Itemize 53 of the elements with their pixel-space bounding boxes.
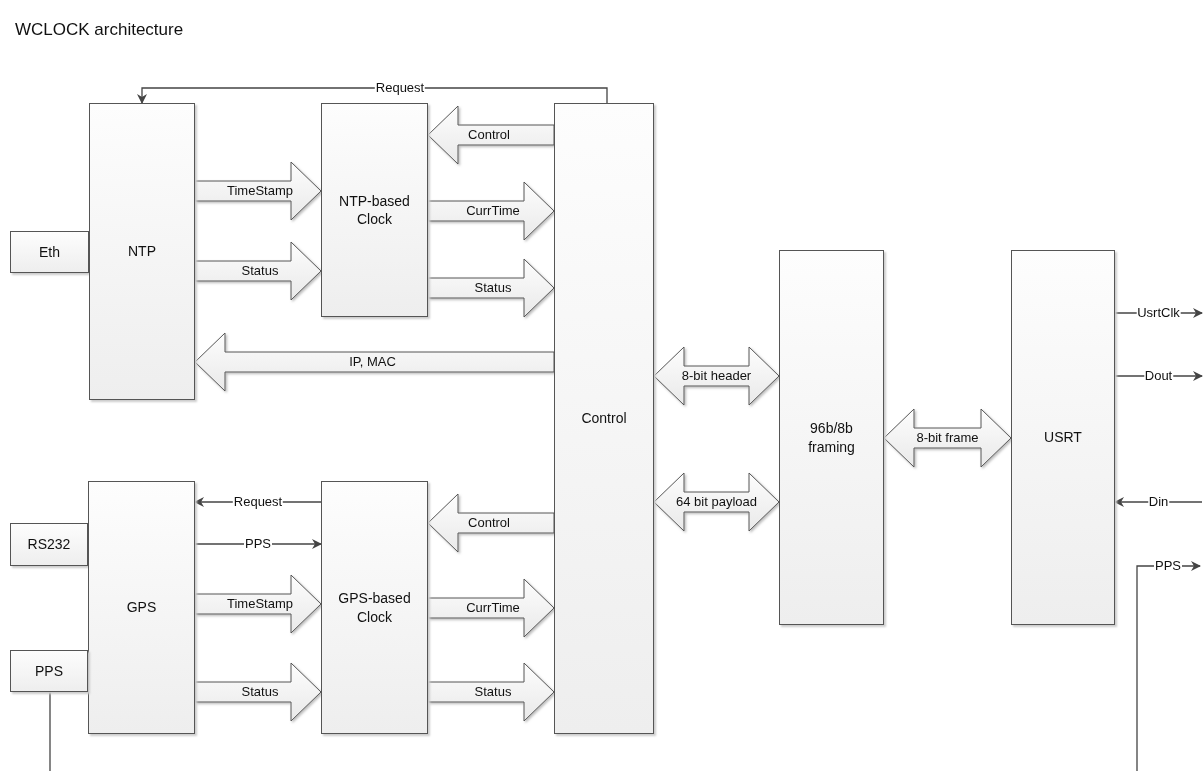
block-label: GPS: [126, 598, 157, 617]
edge-label: 8-bit header: [681, 368, 752, 384]
block-arrow: [427, 258, 555, 318]
block-box: [89, 103, 195, 400]
block-label: USRT: [1044, 428, 1082, 447]
block-label: 96b/8b framing: [807, 419, 856, 456]
block-label: NTP-based Clock: [338, 191, 411, 229]
edge-label: Request: [232, 494, 284, 510]
block-box: [321, 481, 428, 734]
block-label: Control: [581, 409, 627, 428]
connector-line: [49, 691, 51, 771]
edge-label: Control: [468, 127, 510, 143]
block-arrow: [427, 662, 555, 722]
block-arrow: [427, 578, 555, 638]
block-arrow: [194, 161, 322, 221]
arrow: [137, 87, 608, 104]
block-box: [10, 650, 88, 692]
edge-label: IP, MAC: [349, 354, 396, 370]
block-arrow: [427, 181, 555, 241]
block-label: PPS: [35, 661, 63, 681]
double-block-arrow: [653, 346, 780, 406]
double-block-arrow: [653, 472, 780, 532]
block-box: [779, 250, 884, 625]
block-arrow: [194, 574, 322, 634]
block-arrow: [194, 662, 322, 722]
edge-label: Status: [241, 263, 279, 279]
block-box: [554, 103, 654, 734]
block-arrow: [194, 241, 322, 301]
block-box: [321, 103, 428, 317]
block-label: NTP: [128, 242, 156, 261]
edge-label: Status: [474, 280, 512, 296]
edge-label: Status: [241, 684, 279, 700]
edge-label: 8-bit frame: [916, 430, 979, 446]
block-box: [10, 523, 88, 566]
diagram-title: WCLOCK architecture: [15, 20, 184, 40]
block-box: [10, 231, 89, 273]
edge-label: TimeStamp: [227, 596, 293, 612]
edge-label: Control: [468, 515, 510, 531]
block-arrow: [194, 332, 555, 392]
edge-label: CurrTime: [466, 203, 520, 219]
edge-label: CurrTime: [466, 600, 520, 616]
block-label: GPS-based Clock: [337, 589, 412, 626]
block-arrow: [427, 493, 555, 553]
block-label: Eth: [39, 242, 60, 262]
block-arrow: [427, 105, 555, 165]
block-box: [88, 481, 195, 734]
edge-label: 64 bit payload: [676, 494, 757, 510]
edge-label: Status: [474, 684, 512, 700]
edge-label: Request: [374, 80, 426, 96]
double-block-arrow: [883, 408, 1012, 468]
edge-label: TimeStamp: [227, 183, 293, 199]
block-box: [1011, 250, 1115, 625]
block-label: RS232: [27, 535, 71, 554]
